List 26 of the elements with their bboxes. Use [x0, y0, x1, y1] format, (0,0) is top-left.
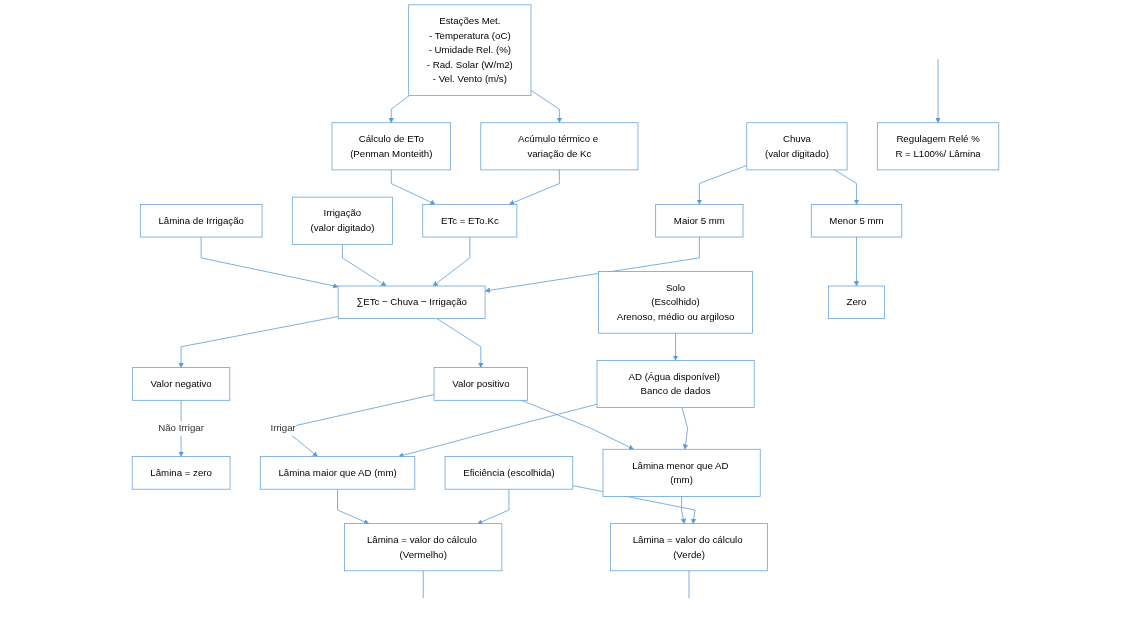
node-box: Valor negativo [132, 367, 231, 401]
node-box: Zero [828, 285, 885, 320]
node-box: Chuva (valor digitado) [746, 122, 848, 171]
node-box: Regulagem Relé % R = L100%/ Lâmina [876, 122, 1000, 171]
node-box: Lâmina menor que AD (mm) [602, 448, 761, 497]
node-box: Eficiência (escolhida) [444, 456, 574, 490]
node-box: Lâmina = valor do cálculo (Verde) [610, 523, 768, 572]
node-box: Lâmina de Irrigação [139, 204, 263, 238]
edge-label: Não Irrigar [158, 422, 204, 434]
node-box: Valor positivo [433, 367, 528, 401]
node-box: Solo (Escolhido) Arenoso, médio ou argiloso [598, 271, 753, 334]
node-box: Estações Met. - Temperatura (oC) - Umidade Rel. (%) - Rad. Solar (W/m2) - Vel. Vento (m/s) [408, 4, 532, 96]
node-box: Menor 5 mm [810, 204, 903, 238]
connector [422, 570, 424, 599]
node-box: Lâmina = zero [131, 456, 231, 490]
edge-label: Irrigar [270, 422, 296, 434]
node-box: Cálculo de ETo (Penman Monteith) [331, 122, 451, 171]
node-box: Maior 5 mm [655, 204, 744, 238]
node-box: ETc = ETo.Kc [422, 204, 518, 238]
node-box: Acúmulo térmico e variação de Kc [480, 122, 639, 171]
node-box: ∑ETc − Chuva − Irrigação [337, 285, 486, 320]
connector [688, 570, 690, 599]
node-box: Irrigação (valor digitado) [291, 196, 393, 245]
node-box: AD (Água disponível) Banco de dados [596, 360, 755, 408]
node-box: Lâmina = valor do cálculo (Vermelho) [344, 523, 503, 572]
node-box: Lâmina maior que AD (mm) [259, 456, 416, 490]
